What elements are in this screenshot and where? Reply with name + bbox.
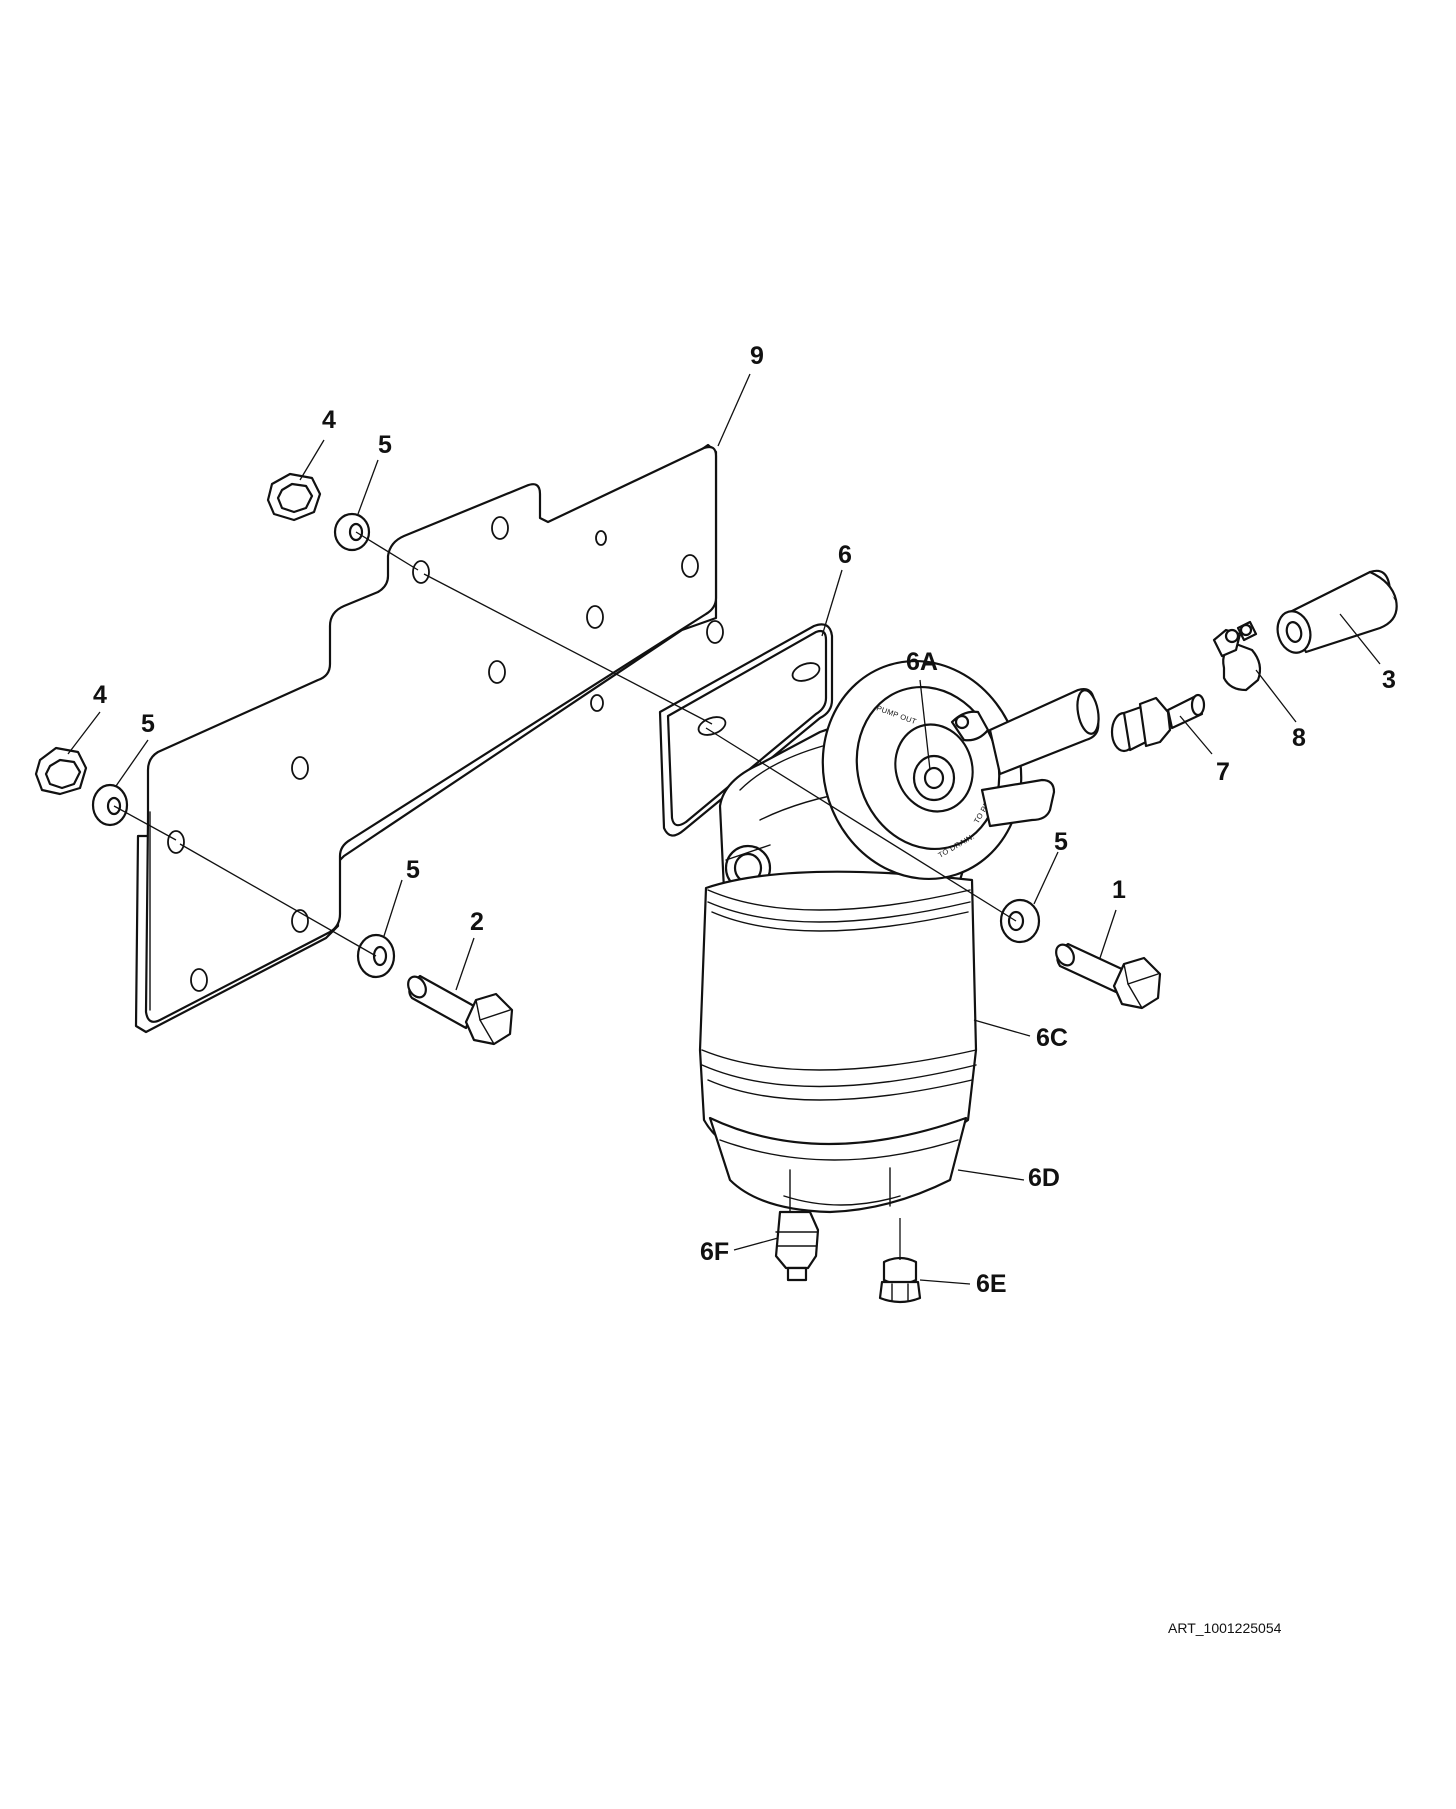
- callout-6c: 6C: [1036, 1024, 1068, 1052]
- callout-5-top: 5: [378, 431, 392, 459]
- callout-5-bottom: 5: [406, 856, 420, 884]
- callout-2: 2: [470, 908, 484, 936]
- callout-8: 8: [1292, 724, 1306, 752]
- callout-6f: 6F: [700, 1238, 729, 1266]
- callout-5-right: 5: [1054, 828, 1068, 856]
- callout-5-left: 5: [141, 710, 155, 738]
- art-id-label: ART_1001225054: [1168, 1620, 1282, 1636]
- leader-lines: [67, 373, 1381, 1285]
- washer-right: [999, 898, 1041, 944]
- callout-6a: 6A: [906, 648, 938, 676]
- sediment-bowl: [708, 1116, 968, 1214]
- nut-top: [266, 472, 322, 522]
- washer-left: [91, 783, 129, 827]
- callout-6: 6: [838, 541, 852, 569]
- callout-3: 3: [1382, 666, 1396, 694]
- bolt-2: [407, 974, 514, 1046]
- callout-6e: 6E: [976, 1270, 1007, 1298]
- callout-7: 7: [1216, 758, 1230, 786]
- filter-canister: [698, 870, 978, 1172]
- washer-top: [333, 512, 371, 552]
- callout-6d: 6D: [1028, 1164, 1060, 1192]
- bolt-1: [1055, 942, 1162, 1010]
- head-hoses: [950, 688, 1100, 828]
- callout-labels: 9 4 5 4 5 6 6A 3 8 7 5 1 5 2 6C 6D 6F 6E: [93, 342, 1396, 1298]
- filter-head-flange: [658, 623, 834, 837]
- drain-plug: [878, 1256, 922, 1304]
- mounting-bracket: [134, 443, 724, 1034]
- callout-1: 1: [1112, 876, 1126, 904]
- hose-clamp-8: [1212, 620, 1262, 692]
- callout-4-top: 4: [322, 406, 336, 434]
- fuel-filter-assembly: TO DRAIN: TO PRIME: PUMP OUT: [658, 623, 1100, 1304]
- callout-9: 9: [750, 342, 764, 370]
- drain-valve: [774, 1210, 820, 1282]
- fuel-hose-3: [1276, 569, 1398, 654]
- callout-4-left: 4: [93, 681, 107, 709]
- fitting-7: [1110, 693, 1206, 753]
- assembly-lines: [113, 531, 1017, 957]
- nut-left: [34, 746, 88, 796]
